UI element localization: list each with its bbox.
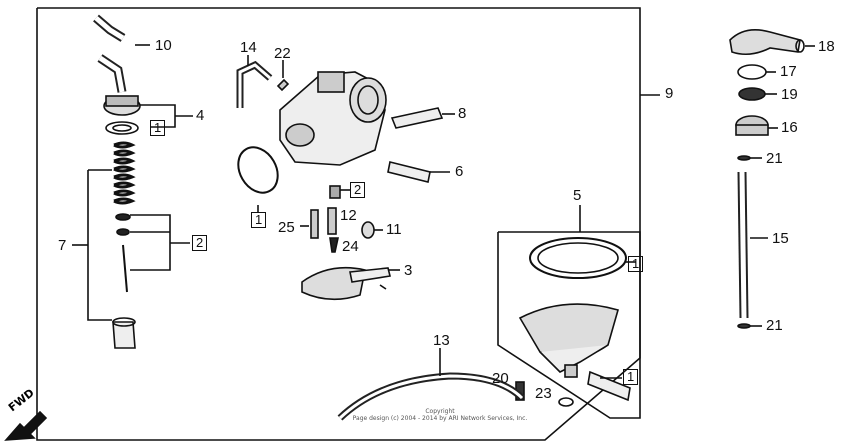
clip-21-top [737, 155, 751, 161]
callout-24: 24 [342, 238, 359, 255]
clip-21-bottom [737, 323, 751, 329]
callout-2-a: 2 [192, 235, 208, 251]
washer-17 [737, 64, 767, 80]
callout-1-c: 1 [628, 256, 644, 272]
callout-11: 11 [386, 221, 402, 238]
copyright-notice: Copyright Page design (c) 2004 - 2014 by… [345, 408, 535, 422]
callout-21-a: 21 [766, 150, 783, 167]
jet-25 [310, 209, 319, 239]
callout-14: 14 [240, 39, 257, 56]
callout-3: 3 [404, 262, 413, 279]
clip-22 [276, 78, 290, 92]
callout-21-b: 21 [766, 317, 783, 334]
callout-5: 5 [573, 187, 582, 204]
callout-1-d: 1 [623, 369, 639, 385]
float-gasket [529, 237, 627, 279]
callout-2-b: 2 [350, 182, 366, 198]
callout-15: 15 [772, 230, 789, 247]
jet-12 [327, 207, 337, 235]
callout-22: 22 [274, 45, 291, 62]
callout-9: 9 [665, 85, 674, 102]
callout-17: 17 [780, 63, 797, 80]
cap-18 [729, 29, 801, 56]
screw-8 [390, 107, 444, 129]
sub-frame [497, 231, 641, 419]
callout-8: 8 [458, 105, 467, 122]
screw-11 [361, 221, 375, 239]
callout-18: 18 [818, 38, 835, 55]
drain-screw [587, 370, 631, 402]
callout-12: 12 [340, 207, 357, 224]
callout-13: 13 [433, 332, 450, 349]
callout-23: 23 [535, 385, 552, 402]
gasket-o-ring [237, 146, 279, 194]
needle-24 [329, 237, 339, 253]
callout-20: 20 [492, 370, 509, 387]
washer-23 [558, 397, 574, 407]
copyright-line: Page design (c) 2004 - 2014 by ARI Netwo… [352, 415, 528, 422]
main-frame [36, 7, 641, 441]
callout-4: 4 [196, 107, 205, 124]
copyright-title: Copyright [425, 408, 455, 415]
callout-10: 10 [155, 37, 172, 54]
screw-6 [387, 161, 431, 183]
callout-19: 19 [781, 86, 798, 103]
callout-1-b: 1 [251, 212, 267, 228]
spring [113, 141, 136, 205]
slide-valve [112, 321, 136, 349]
callout-25: 25 [278, 219, 295, 236]
float-3 [301, 266, 366, 301]
callout-16: 16 [781, 119, 798, 136]
fwd-arrow [4, 410, 48, 441]
callout-1-a: 1 [150, 120, 166, 136]
callout-6: 6 [455, 163, 464, 180]
callout-7: 7 [58, 237, 67, 254]
nut-19 [738, 87, 766, 101]
